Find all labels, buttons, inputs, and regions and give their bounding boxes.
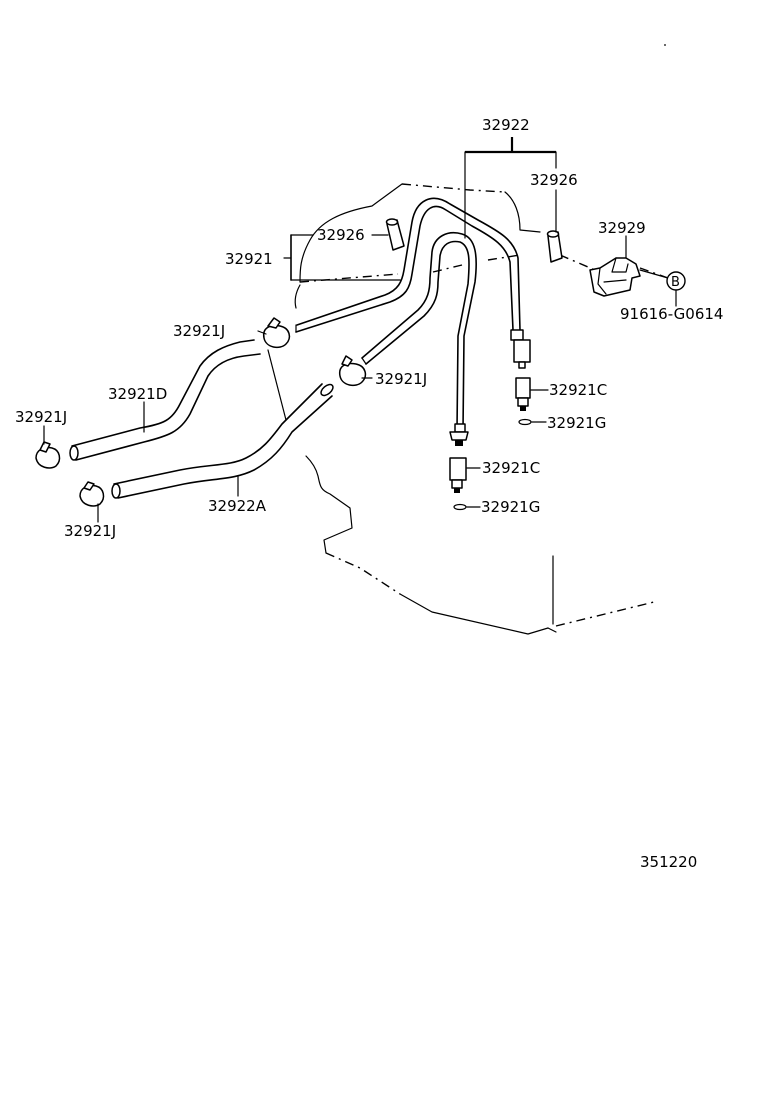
label-32926-left: 32926: [317, 226, 365, 244]
collar-32926-right: [546, 230, 563, 263]
bolt-reference-circle: [666, 271, 686, 291]
leader-lines: [43, 137, 677, 523]
hose-32922A: [111, 383, 334, 499]
clamp-32921J-1: [262, 317, 291, 349]
label-32921D: 32921D: [108, 385, 167, 403]
hose-32921D: [69, 339, 261, 461]
oring-32921G-lower: [453, 503, 467, 511]
clamp-32921J-2: [338, 355, 367, 387]
label-32921: 32921: [225, 250, 273, 268]
tube-32921: [295, 197, 521, 333]
stray-dot: [664, 44, 666, 46]
label-32921C-lower: 32921C: [482, 459, 540, 477]
label-32921J-middle: 32921J: [375, 370, 427, 388]
tube-32922: [361, 232, 478, 431]
label-32926-top: 32926: [530, 171, 578, 189]
tube-end-fitting-right: [510, 329, 531, 369]
label-32921J-bottom: 32921J: [64, 522, 116, 540]
collar-32926-left: [385, 218, 405, 251]
engine-outline: [267, 183, 669, 635]
tube-end-fitting-left: [449, 423, 469, 446]
union-32921C-lower: [449, 457, 467, 493]
clamp-32921J-4: [79, 481, 105, 507]
label-32922: 32922: [482, 116, 530, 134]
callout-labels: 32922 32926 32926 32921 32929 B 91616-G0…: [15, 116, 723, 871]
clamp-32921J-3: [35, 441, 61, 469]
label-32921J-left: 32921J: [15, 408, 67, 426]
label-32921G-upper: 32921G: [547, 414, 606, 432]
label-32929: 32929: [598, 219, 646, 237]
label-32921G-lower: 32921G: [481, 498, 540, 516]
clamp-32929: [589, 257, 641, 297]
label-32921C-upper: 32921C: [549, 381, 607, 399]
label-91616-G0614: 91616-G0614: [620, 305, 723, 323]
label-circle-b: B: [671, 275, 680, 290]
union-32921C-upper: [515, 377, 531, 411]
label-32922A: 32922A: [208, 497, 267, 515]
figure-number: 351220: [640, 853, 697, 871]
oring-32921G-upper: [518, 418, 532, 426]
label-32921J-upper: 32921J: [173, 322, 225, 340]
